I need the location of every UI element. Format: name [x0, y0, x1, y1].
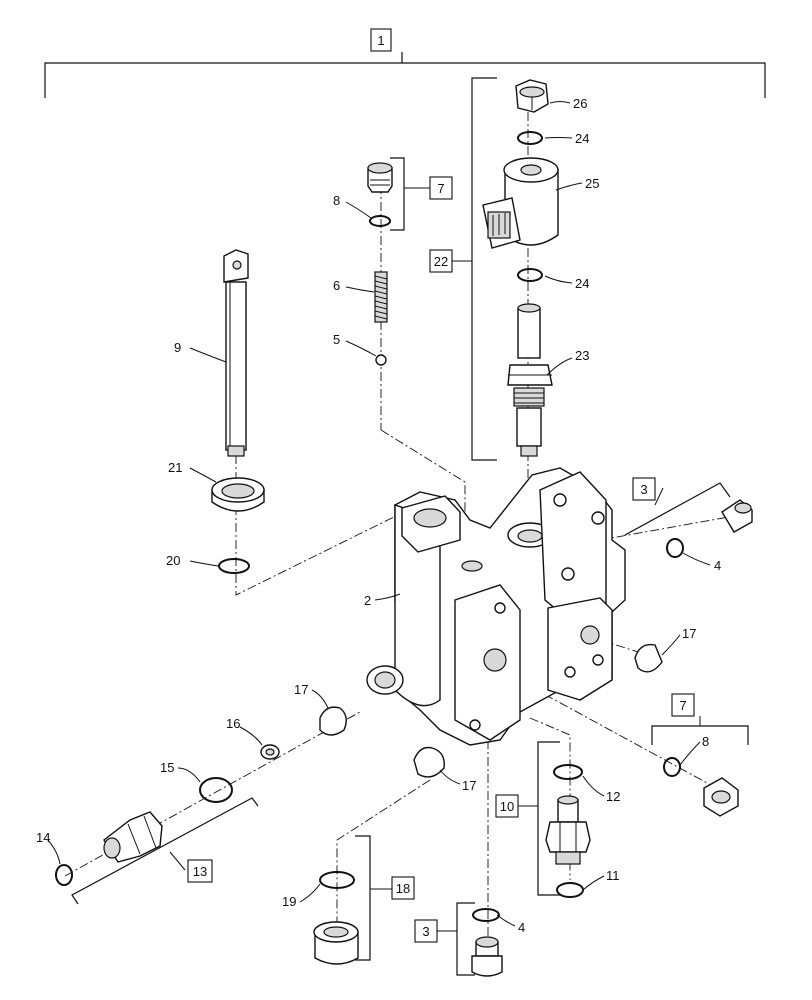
part-7-plug-right	[703, 777, 739, 817]
callout-14: 14	[36, 830, 50, 845]
part-4-oring-bottom	[472, 908, 500, 922]
part-14-oring	[55, 864, 73, 886]
part-7-plug-upper	[367, 162, 393, 193]
callout-2: 2	[364, 593, 371, 608]
callout-box-18: 18	[396, 881, 410, 896]
callout-numbers: 26 24 25 24 23 8 6 5 9 21 20 2 4 17 8 12…	[36, 96, 721, 935]
assembly-bracket-1: 1	[44, 28, 766, 98]
part-12-oring	[553, 764, 583, 780]
callout-5: 5	[333, 332, 340, 347]
callout-8-right: 8	[702, 734, 709, 749]
callout-17-right: 17	[682, 626, 696, 641]
part-19-oring	[319, 871, 355, 889]
part-26-nut	[515, 79, 549, 113]
part-17-cap-left	[319, 706, 347, 736]
callout-box-7-right: 7	[679, 698, 686, 713]
callout-17-bottom: 17	[462, 778, 476, 793]
callout-box-13: 13	[193, 864, 207, 879]
callout-23: 23	[575, 348, 589, 363]
part-13-fitting	[103, 811, 163, 863]
part-8-oring-right	[663, 757, 681, 777]
callout-26: 26	[573, 96, 587, 111]
leader-lines	[47, 101, 711, 927]
part-25-solenoid-coil	[482, 157, 559, 249]
callout-4-right: 4	[714, 558, 721, 573]
callout-4-bottom: 4	[518, 920, 525, 935]
part-20-oring	[218, 558, 250, 574]
part-4-oring-right	[666, 538, 684, 558]
part-21-seal	[211, 477, 265, 512]
part-18-plug	[313, 921, 359, 965]
callout-15: 15	[160, 760, 174, 775]
callout-12: 12	[606, 789, 620, 804]
callout-24-upper: 24	[575, 131, 589, 146]
callout-11: 11	[606, 868, 620, 883]
part-15-oring	[199, 777, 233, 803]
callout-box-7-upper: 7	[437, 181, 444, 196]
part-6-spring	[374, 271, 388, 323]
bracket-13: 13	[71, 797, 259, 905]
bracket-10: 10	[495, 741, 560, 896]
part-3-plug-right	[721, 499, 753, 533]
callout-8-upper: 8	[333, 193, 340, 208]
callout-box-3-bottom: 3	[422, 924, 429, 939]
bracket-3-right: 3	[624, 477, 731, 536]
part-5-ball	[375, 354, 387, 366]
callout-9: 9	[174, 340, 181, 355]
callout-box-10: 10	[500, 799, 514, 814]
bracket-22: 22	[429, 77, 497, 461]
bracket-3-bottom: 3	[414, 902, 475, 976]
part-24-oring-upper	[517, 131, 543, 145]
callout-19: 19	[282, 894, 296, 909]
callout-24-lower: 24	[575, 276, 589, 291]
callout-21: 21	[168, 460, 182, 475]
bracket-7-right: 7	[651, 693, 749, 745]
part-11-oring	[556, 882, 584, 898]
callout-25: 25	[585, 176, 599, 191]
part-17-cap-right	[634, 643, 663, 673]
part-23-cartridge-valve	[507, 303, 553, 457]
callout-box-1: 1	[377, 33, 384, 48]
part-3-plug-bottom	[471, 936, 503, 977]
part-16-washer	[260, 744, 280, 760]
part-2-valve-body	[366, 467, 626, 746]
callout-box-22: 22	[434, 254, 448, 269]
callout-17-left: 17	[294, 682, 308, 697]
callout-20: 20	[166, 553, 180, 568]
part-17-cap-bottom	[413, 746, 445, 778]
part-8-oring-upper	[369, 215, 391, 227]
part-9-shaft	[223, 249, 249, 457]
part-10-fitting	[545, 795, 591, 865]
callout-box-3-right: 3	[640, 482, 647, 497]
callout-16: 16	[226, 716, 240, 731]
callout-6: 6	[333, 278, 340, 293]
part-24-oring-lower	[517, 268, 543, 282]
bracket-18: 18	[355, 835, 415, 961]
bracket-7-upper: 7	[390, 157, 453, 231]
